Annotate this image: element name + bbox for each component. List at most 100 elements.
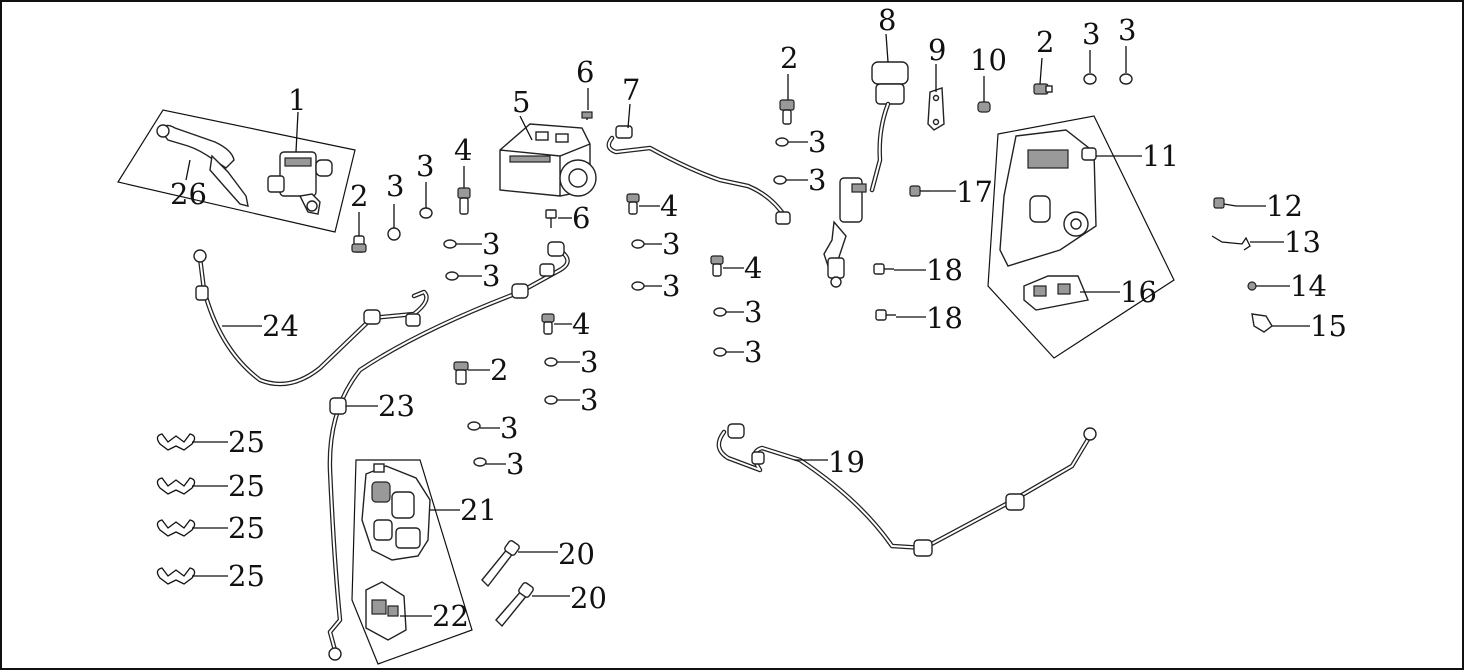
callout-23: 23 bbox=[378, 389, 415, 423]
callout-3-k: 3 bbox=[580, 345, 598, 379]
callout-19: 19 bbox=[828, 445, 865, 479]
bolt-18-b bbox=[875, 309, 896, 321]
callout-18-a: 18 bbox=[926, 253, 963, 287]
bolt-6-a bbox=[581, 111, 593, 120]
callout-3-i: 3 bbox=[744, 295, 762, 329]
callout-7: 7 bbox=[622, 73, 640, 107]
callout-4-a: 4 bbox=[454, 133, 472, 167]
bolt-17 bbox=[909, 185, 930, 197]
screw-10 bbox=[977, 101, 991, 113]
bolt-2-c bbox=[453, 361, 469, 385]
washer-3-e bbox=[631, 239, 645, 249]
brake-hose-19 bbox=[716, 423, 1097, 557]
callout-10: 10 bbox=[970, 43, 1007, 77]
callout-3-l: 3 bbox=[580, 383, 598, 417]
callout-11: 11 bbox=[1142, 139, 1179, 173]
callout-13: 13 bbox=[1284, 225, 1321, 259]
callout-4-d: 4 bbox=[572, 307, 590, 341]
brake-hose-23 bbox=[327, 241, 570, 661]
pin-20-b bbox=[495, 582, 534, 628]
callout-22: 22 bbox=[432, 599, 469, 633]
callout-3-h: 3 bbox=[808, 163, 826, 197]
callout-17: 17 bbox=[956, 175, 993, 209]
callout-3-n: 3 bbox=[506, 447, 524, 481]
callout-3-p: 3 bbox=[1082, 17, 1100, 51]
washer-3-c bbox=[443, 239, 457, 249]
callout-3-d: 3 bbox=[482, 259, 500, 293]
callout-3-c: 3 bbox=[482, 227, 500, 261]
callout-3-j: 3 bbox=[744, 335, 762, 369]
callout-20-b: 20 bbox=[570, 581, 607, 615]
washer-3-g bbox=[775, 137, 789, 147]
bleeder-15 bbox=[1251, 313, 1273, 333]
callout-3-b: 3 bbox=[416, 149, 434, 183]
brake-hose-24 bbox=[193, 249, 429, 387]
callout-26: 26 bbox=[170, 177, 207, 211]
spring-pin-13 bbox=[1211, 235, 1251, 251]
washer-3-p bbox=[1083, 73, 1097, 85]
callout-8: 8 bbox=[878, 3, 896, 37]
washer-3-h bbox=[773, 175, 787, 185]
callout-18-b: 18 bbox=[926, 301, 963, 335]
callout-20-a: 20 bbox=[558, 537, 595, 571]
callout-9: 9 bbox=[928, 33, 946, 67]
callout-1: 1 bbox=[288, 83, 306, 117]
callout-12: 12 bbox=[1266, 189, 1303, 223]
rear-master-cylinder-reservoir bbox=[823, 61, 909, 288]
callout-25-d: 25 bbox=[228, 559, 265, 593]
callout-6-a: 6 bbox=[576, 55, 594, 89]
part-group-lever bbox=[117, 109, 356, 233]
callout-3-e: 3 bbox=[662, 227, 680, 261]
callout-14: 14 bbox=[1290, 269, 1327, 303]
bolt-2-b bbox=[779, 99, 795, 125]
callout-4-b: 4 bbox=[660, 189, 678, 223]
washer-3-l bbox=[544, 395, 558, 405]
callout-21: 21 bbox=[460, 493, 497, 527]
bracket-9 bbox=[927, 87, 945, 131]
washer-3-q bbox=[1119, 73, 1133, 85]
part-group-rear-caliper bbox=[987, 115, 1175, 359]
clip-14 bbox=[1247, 281, 1257, 291]
washer-3-b bbox=[419, 207, 433, 219]
bolt-4-b bbox=[626, 193, 640, 215]
callout-2-d: 2 bbox=[1036, 25, 1054, 59]
bolt-12 bbox=[1213, 197, 1237, 209]
callout-3-q: 3 bbox=[1118, 13, 1136, 47]
clip-25-c bbox=[156, 519, 196, 537]
callout-2-c: 2 bbox=[490, 353, 508, 387]
callout-16: 16 bbox=[1120, 275, 1157, 309]
bolt-6-b bbox=[545, 209, 557, 228]
washer-3-k bbox=[544, 357, 558, 367]
brake-pipe-7 bbox=[606, 125, 791, 225]
bolt-4-c bbox=[710, 255, 724, 277]
callout-2-b: 2 bbox=[780, 41, 798, 75]
callout-15: 15 bbox=[1310, 309, 1347, 343]
callout-3-m: 3 bbox=[500, 411, 518, 445]
washer-3-d bbox=[445, 271, 459, 281]
part-group-front-caliper bbox=[351, 459, 473, 665]
washer-3-i bbox=[713, 307, 727, 317]
callout-25-a: 25 bbox=[228, 425, 265, 459]
bolt-4-a bbox=[457, 187, 471, 215]
washer-3-j bbox=[713, 347, 727, 357]
callout-5: 5 bbox=[512, 85, 530, 119]
callout-6-b: 6 bbox=[572, 201, 590, 235]
callout-25-c: 25 bbox=[228, 511, 265, 545]
clip-25-b bbox=[156, 477, 196, 495]
callout-3-a: 3 bbox=[386, 169, 404, 203]
bolt-2-left bbox=[351, 235, 367, 253]
abs-modulator bbox=[499, 123, 597, 197]
washer-3-a bbox=[387, 227, 401, 241]
washer-3-f bbox=[631, 281, 645, 291]
washer-3-m bbox=[467, 421, 481, 431]
callout-25-b: 25 bbox=[228, 469, 265, 503]
clip-25-a bbox=[156, 433, 196, 451]
bolt-2-d bbox=[1033, 83, 1053, 95]
callout-3-f: 3 bbox=[662, 269, 680, 303]
callout-3-g: 3 bbox=[808, 125, 826, 159]
callout-4-c: 4 bbox=[744, 251, 762, 285]
washer-3-n bbox=[473, 457, 487, 467]
bolt-4-d bbox=[541, 313, 555, 335]
